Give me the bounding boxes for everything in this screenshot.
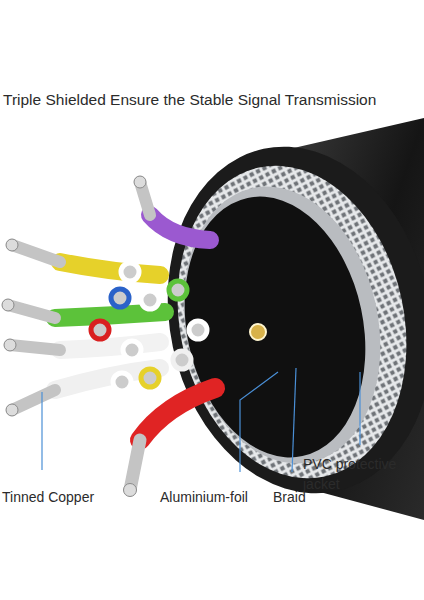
conductors (8, 182, 215, 490)
part-label: PVC protective jacket (303, 454, 415, 494)
core-space (161, 180, 388, 475)
jacket-end (136, 122, 424, 518)
part-label: Tinned Copper (2, 487, 132, 507)
braid-layer (150, 144, 424, 500)
title: Triple Shielded Ensure the Stable Signal… (3, 91, 423, 109)
conductor-tips (2, 176, 146, 497)
wire-ends (91, 263, 207, 391)
drain-wire (250, 324, 266, 340)
part-label: Aluminium-foil (160, 487, 280, 507)
foil-layer (159, 168, 405, 482)
